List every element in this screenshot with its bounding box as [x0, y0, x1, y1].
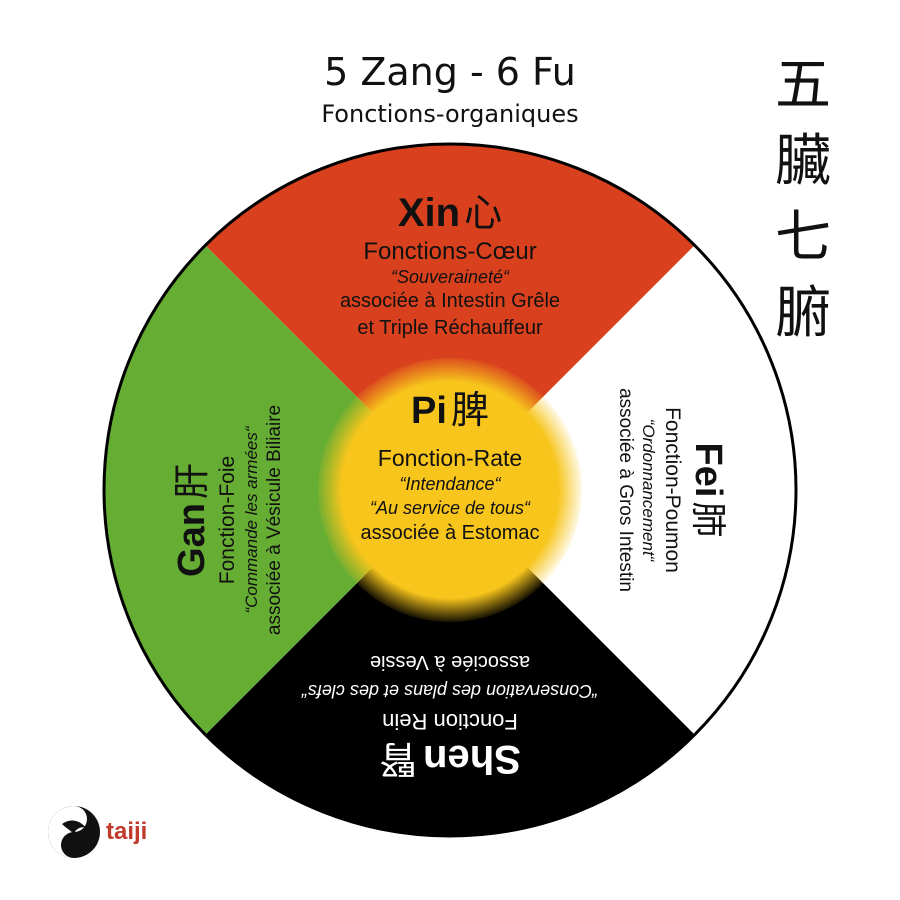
wheel-outline	[102, 142, 798, 838]
segment-right-char: 肺	[687, 501, 728, 538]
center-assoc: associée à Estomac	[360, 522, 540, 544]
taiji-logo-icon	[48, 806, 100, 858]
segment-top-char: 心	[464, 191, 503, 235]
segment-left-quote: “Commande les armées“	[242, 426, 261, 614]
cjk-char-4: 腑	[775, 281, 831, 346]
segment-top-name: Xin	[397, 191, 461, 235]
segment-top-quote: “Souveraineté“	[390, 267, 510, 287]
vertical-chinese-title: 五 臟 七 腑	[758, 48, 848, 352]
segment-right-name: Fei	[687, 442, 729, 498]
segment-bottom-water	[205, 490, 695, 837]
segment-bottom-name: Shen	[423, 737, 521, 781]
segment-bottom-char: 腎	[379, 737, 418, 781]
segment-top-fire	[205, 143, 695, 490]
cjk-char-2: 臟	[775, 129, 831, 194]
segment-bottom-quote: “Conservation des plans et des clefs“	[301, 681, 599, 701]
page-title: 5 Zang - 6 Fu	[324, 50, 576, 94]
segment-bottom-function: Fonction Rein	[382, 709, 518, 734]
page-subtitle: Fonctions-organiques	[321, 100, 579, 128]
segment-bottom-text: Shen腎 Fonction Rein “Conservation des pl…	[270, 612, 630, 782]
center-quote-2: “Au service de tous“	[369, 498, 531, 518]
taiji-logo-text: taiji	[106, 818, 148, 845]
segment-bottom-assoc: associée à Vessie	[369, 651, 531, 673]
segment-right-metal	[450, 245, 797, 735]
segment-left-char: 肝	[172, 463, 213, 500]
cjk-char-3: 七	[775, 205, 831, 270]
segment-top-assoc2: et Triple Réchauffeur	[357, 317, 543, 339]
segment-right-function: Fonction-Poumon	[661, 407, 684, 573]
segment-left-name: Gan	[171, 503, 213, 577]
center-char: 脾	[450, 388, 489, 432]
segment-top-function: Fonctions-Cœur	[363, 238, 537, 265]
segment-right-quote: “Ordonnancement“	[639, 418, 658, 562]
segment-right-text: Fei肺 Fonction-Poumon “Ordonnancement“ as…	[590, 340, 730, 640]
center-function: Fonction-Rate	[377, 445, 523, 471]
segment-right-assoc: associée à Gros Intestin	[615, 388, 636, 592]
segment-left-wood	[103, 245, 451, 735]
center-quote-1: “Intendance“	[399, 474, 501, 494]
center-name: Pi	[411, 390, 447, 432]
cjk-char-1: 五	[775, 53, 831, 118]
center-circle-earth	[318, 358, 582, 622]
segment-top-assoc1: associée à Intestin Grêle	[339, 290, 561, 312]
segment-left-function: Fonction-Foie	[216, 455, 239, 585]
